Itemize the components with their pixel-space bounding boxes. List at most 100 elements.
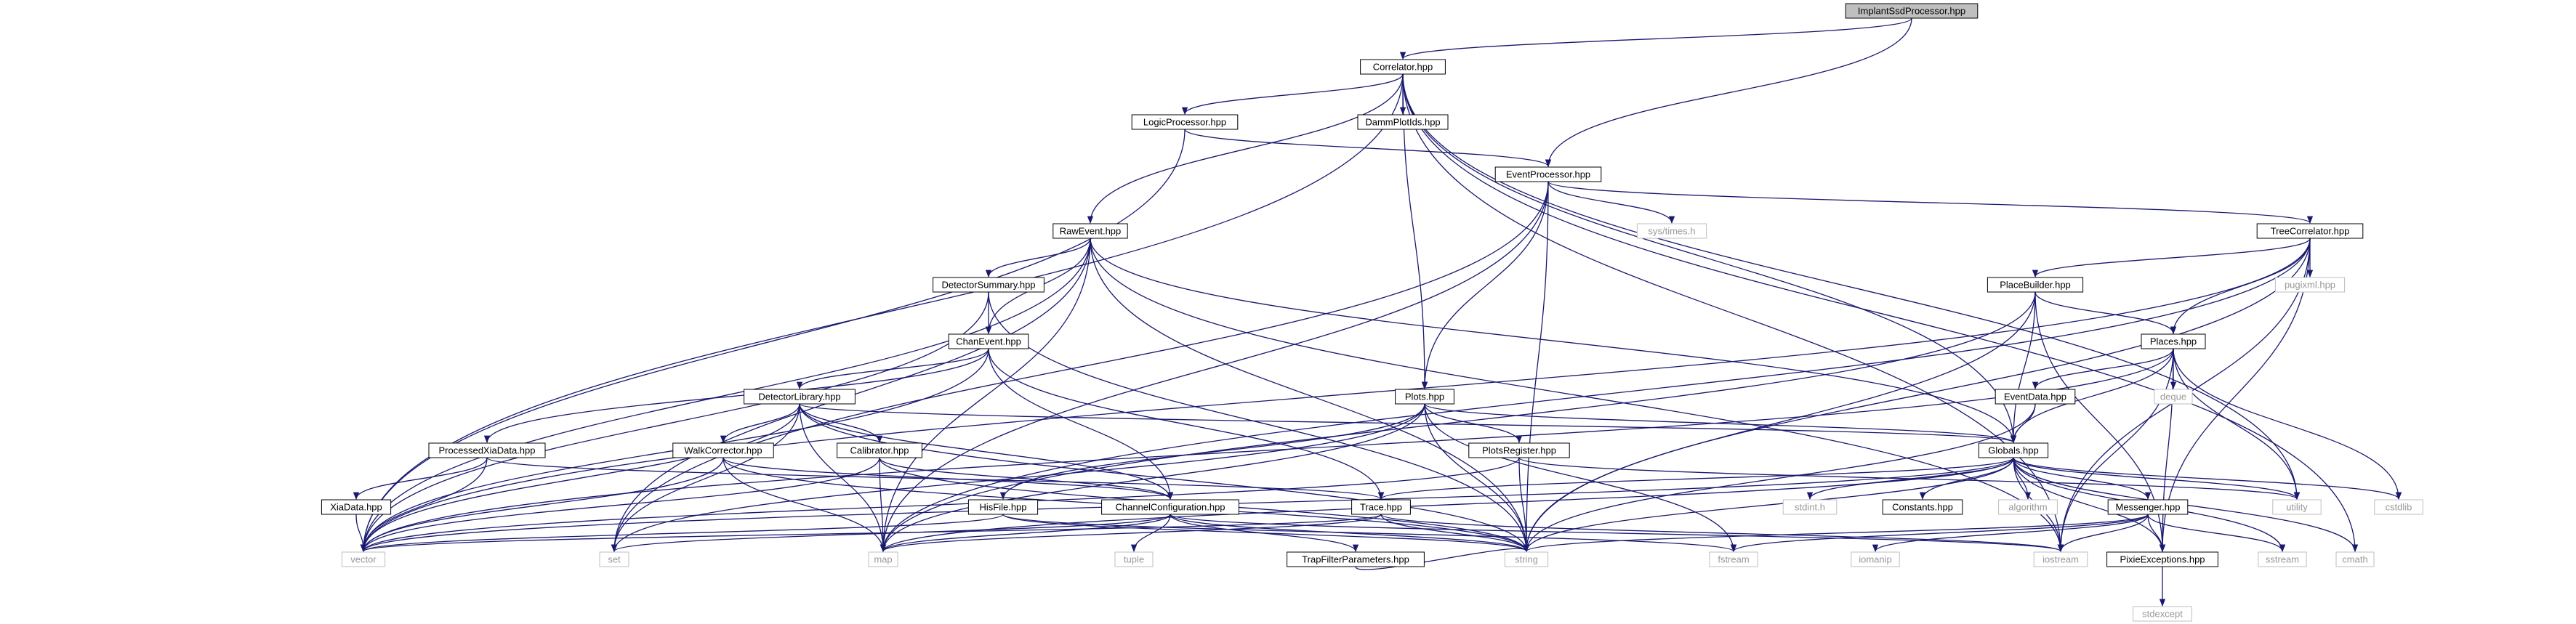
node-Plots[interactable]: Plots.hpp <box>1395 389 1454 405</box>
node-Calibrator[interactable]: Calibrator.hpp <box>837 442 922 458</box>
edge-TreeCorrelator-to-PlaceBuilder <box>2032 238 2311 278</box>
node-label-Messenger: Messenger.hpp <box>2116 502 2181 513</box>
edge-RawEvent-to-vector <box>360 238 1091 553</box>
node-label-Plots: Plots.hpp <box>1405 392 1444 402</box>
node-box-PlaceBuilder <box>1987 277 2084 293</box>
node-label-sstream: sstream <box>2266 554 2299 565</box>
node-label-stdint: stdint.h <box>1795 502 1825 513</box>
node-tuple: tuple <box>1114 551 1154 567</box>
node-pugixml: pugixml.hpp <box>2274 277 2346 293</box>
edge-DetectorSummary-to-vector <box>360 291 989 553</box>
node-ChannelConfiguration[interactable]: ChannelConfiguration.hpp <box>1101 499 1239 515</box>
node-label-cstdlib: cstdlib <box>2386 502 2412 513</box>
edge-Correlator-to-Plots <box>1402 73 1428 390</box>
edge-Places-to-iostream <box>2057 348 2174 553</box>
node-Places[interactable]: Places.hpp <box>2141 333 2206 349</box>
edge-PlotsRegister-to-utility <box>1518 457 2300 501</box>
node-Trace[interactable]: Trace.hpp <box>1351 499 1411 515</box>
edge-TreeCorrelator-to-vector <box>360 238 2311 553</box>
node-box-vector <box>341 551 386 567</box>
node-Globals[interactable]: Globals.hpp <box>1978 442 2049 458</box>
edge-Plots-to-Globals <box>1424 403 2016 444</box>
node-EventProcessor[interactable]: EventProcessor.hpp <box>1494 166 1602 182</box>
node-box-XiaData <box>321 499 392 515</box>
edge-TreeCorrelator-to-PixieExceptions <box>2159 238 2311 553</box>
node-ProcessedXiaData[interactable]: ProcessedXiaData.hpp <box>428 442 546 458</box>
edge-EventData-to-Globals <box>2010 403 2036 444</box>
node-box-HisFile <box>967 499 1039 515</box>
node-box-cmath <box>2335 551 2375 567</box>
edge-WalkCorrector-to-ChannelConfiguration <box>723 457 1173 501</box>
node-PixieExceptions[interactable]: PixieExceptions.hpp <box>2106 551 2218 567</box>
node-label-Globals: Globals.hpp <box>1988 445 2038 456</box>
node-PlaceBuilder[interactable]: PlaceBuilder.hpp <box>1987 277 2084 293</box>
edge-ChannelConfiguration-to-iostream <box>1170 514 2064 553</box>
edge-EventProcessor-to-map <box>880 181 1549 553</box>
node-HisFile[interactable]: HisFile.hpp <box>967 499 1039 515</box>
node-box-EventProcessor <box>1494 166 1602 182</box>
node-label-EventData: EventData.hpp <box>2004 392 2066 402</box>
node-stdexcept: stdexcept <box>2133 606 2192 622</box>
node-PlotsRegister[interactable]: PlotsRegister.hpp <box>1468 442 1570 458</box>
node-box-Globals <box>1978 442 2049 458</box>
node-map: map <box>868 551 898 567</box>
edge-Correlator-to-vector <box>360 73 1404 553</box>
edge-ChannelConfiguration-to-string <box>1170 514 1529 553</box>
node-XiaData[interactable]: XiaData.hpp <box>321 499 392 515</box>
node-TrapFilterParameters[interactable]: TrapFilterParameters.hpp <box>1287 551 1425 567</box>
node-box-stdint <box>1782 499 1838 515</box>
node-Correlator[interactable]: Correlator.hpp <box>1360 59 1446 75</box>
node-label-vector: vector <box>350 554 377 565</box>
edge-Correlator-to-Globals <box>1402 73 2017 444</box>
edge-Correlator-to-LogicProcessor <box>1181 73 1404 116</box>
node-label-algorithm: algorithm <box>2008 502 2047 513</box>
edge-Plots-to-fstream <box>1424 403 1737 553</box>
node-DetectorLibrary[interactable]: DetectorLibrary.hpp <box>744 389 856 405</box>
node-label-deque: deque <box>2160 392 2186 402</box>
node-Constants[interactable]: Constants.hpp <box>1882 499 1963 515</box>
node-systimes: sys/times.h <box>1636 223 1707 239</box>
node-sstream: sstream <box>2258 551 2307 567</box>
edge-DetectorLibrary-to-Globals <box>799 403 2016 444</box>
node-label-TreeCorrelator: TreeCorrelator.hpp <box>2271 226 2350 237</box>
edge-Messenger-to-fstream <box>1731 514 2149 553</box>
node-box-tuple <box>1114 551 1154 567</box>
node-label-fstream: fstream <box>1718 554 1749 565</box>
node-stdint: stdint.h <box>1782 499 1838 515</box>
node-label-RawEvent: RawEvent.hpp <box>1060 226 1122 237</box>
node-box-algorithm <box>1998 499 2058 515</box>
node-WalkCorrector[interactable]: WalkCorrector.hpp <box>672 442 774 458</box>
edge-Trace-to-iostream <box>1380 514 2064 553</box>
edge-EventProcessor-to-set <box>611 181 1549 553</box>
edge-Globals-to-Constants <box>1919 457 2014 501</box>
edge-Globals-to-string <box>1523 457 2014 553</box>
node-box-ChanEvent <box>948 333 1029 349</box>
edge-LogicProcessor-to-EventProcessor <box>1184 129 1551 168</box>
node-LogicProcessor[interactable]: LogicProcessor.hpp <box>1131 114 1239 130</box>
node-DetectorSummary[interactable]: DetectorSummary.hpp <box>933 277 1045 293</box>
node-box-fstream <box>1709 551 1758 567</box>
edge-DetectorLibrary-to-string <box>799 403 1530 553</box>
node-box-sstream <box>2258 551 2307 567</box>
node-box-PixieExceptions <box>2106 551 2218 567</box>
node-label-stdexcept: stdexcept <box>2142 609 2183 620</box>
node-ImplantSsdProcessor[interactable]: ImplantSsdProcessor.hpp <box>1845 3 1979 19</box>
node-label-WalkCorrector: WalkCorrector.hpp <box>684 445 762 456</box>
node-label-Correlator: Correlator.hpp <box>1373 62 1433 73</box>
node-DammPlotIds[interactable]: DammPlotIds.hpp <box>1357 114 1449 130</box>
edge-Messenger-to-PixieExceptions <box>2147 514 2166 553</box>
node-label-cmath: cmath <box>2342 554 2367 565</box>
node-utility: utility <box>2272 499 2322 515</box>
edge-PlaceBuilder-to-Places <box>2034 291 2177 335</box>
edge-DetectorLibrary-to-WalkCorrector <box>720 403 800 444</box>
node-Messenger[interactable]: Messenger.hpp <box>2107 499 2189 515</box>
node-EventData[interactable]: EventData.hpp <box>1995 389 2076 405</box>
node-box-DetectorSummary <box>933 277 1045 293</box>
node-ChanEvent[interactable]: ChanEvent.hpp <box>948 333 1029 349</box>
edge-TrapFilterParameters-to-string <box>1355 544 1530 570</box>
node-TreeCorrelator[interactable]: TreeCorrelator.hpp <box>2256 223 2364 239</box>
node-RawEvent[interactable]: RawEvent.hpp <box>1052 223 1128 239</box>
edge-Messenger-to-sstream <box>2147 514 2286 553</box>
edge-EventProcessor-to-systimes <box>1547 181 1675 224</box>
edge-ChanEvent-to-ChannelConfiguration <box>988 348 1174 501</box>
